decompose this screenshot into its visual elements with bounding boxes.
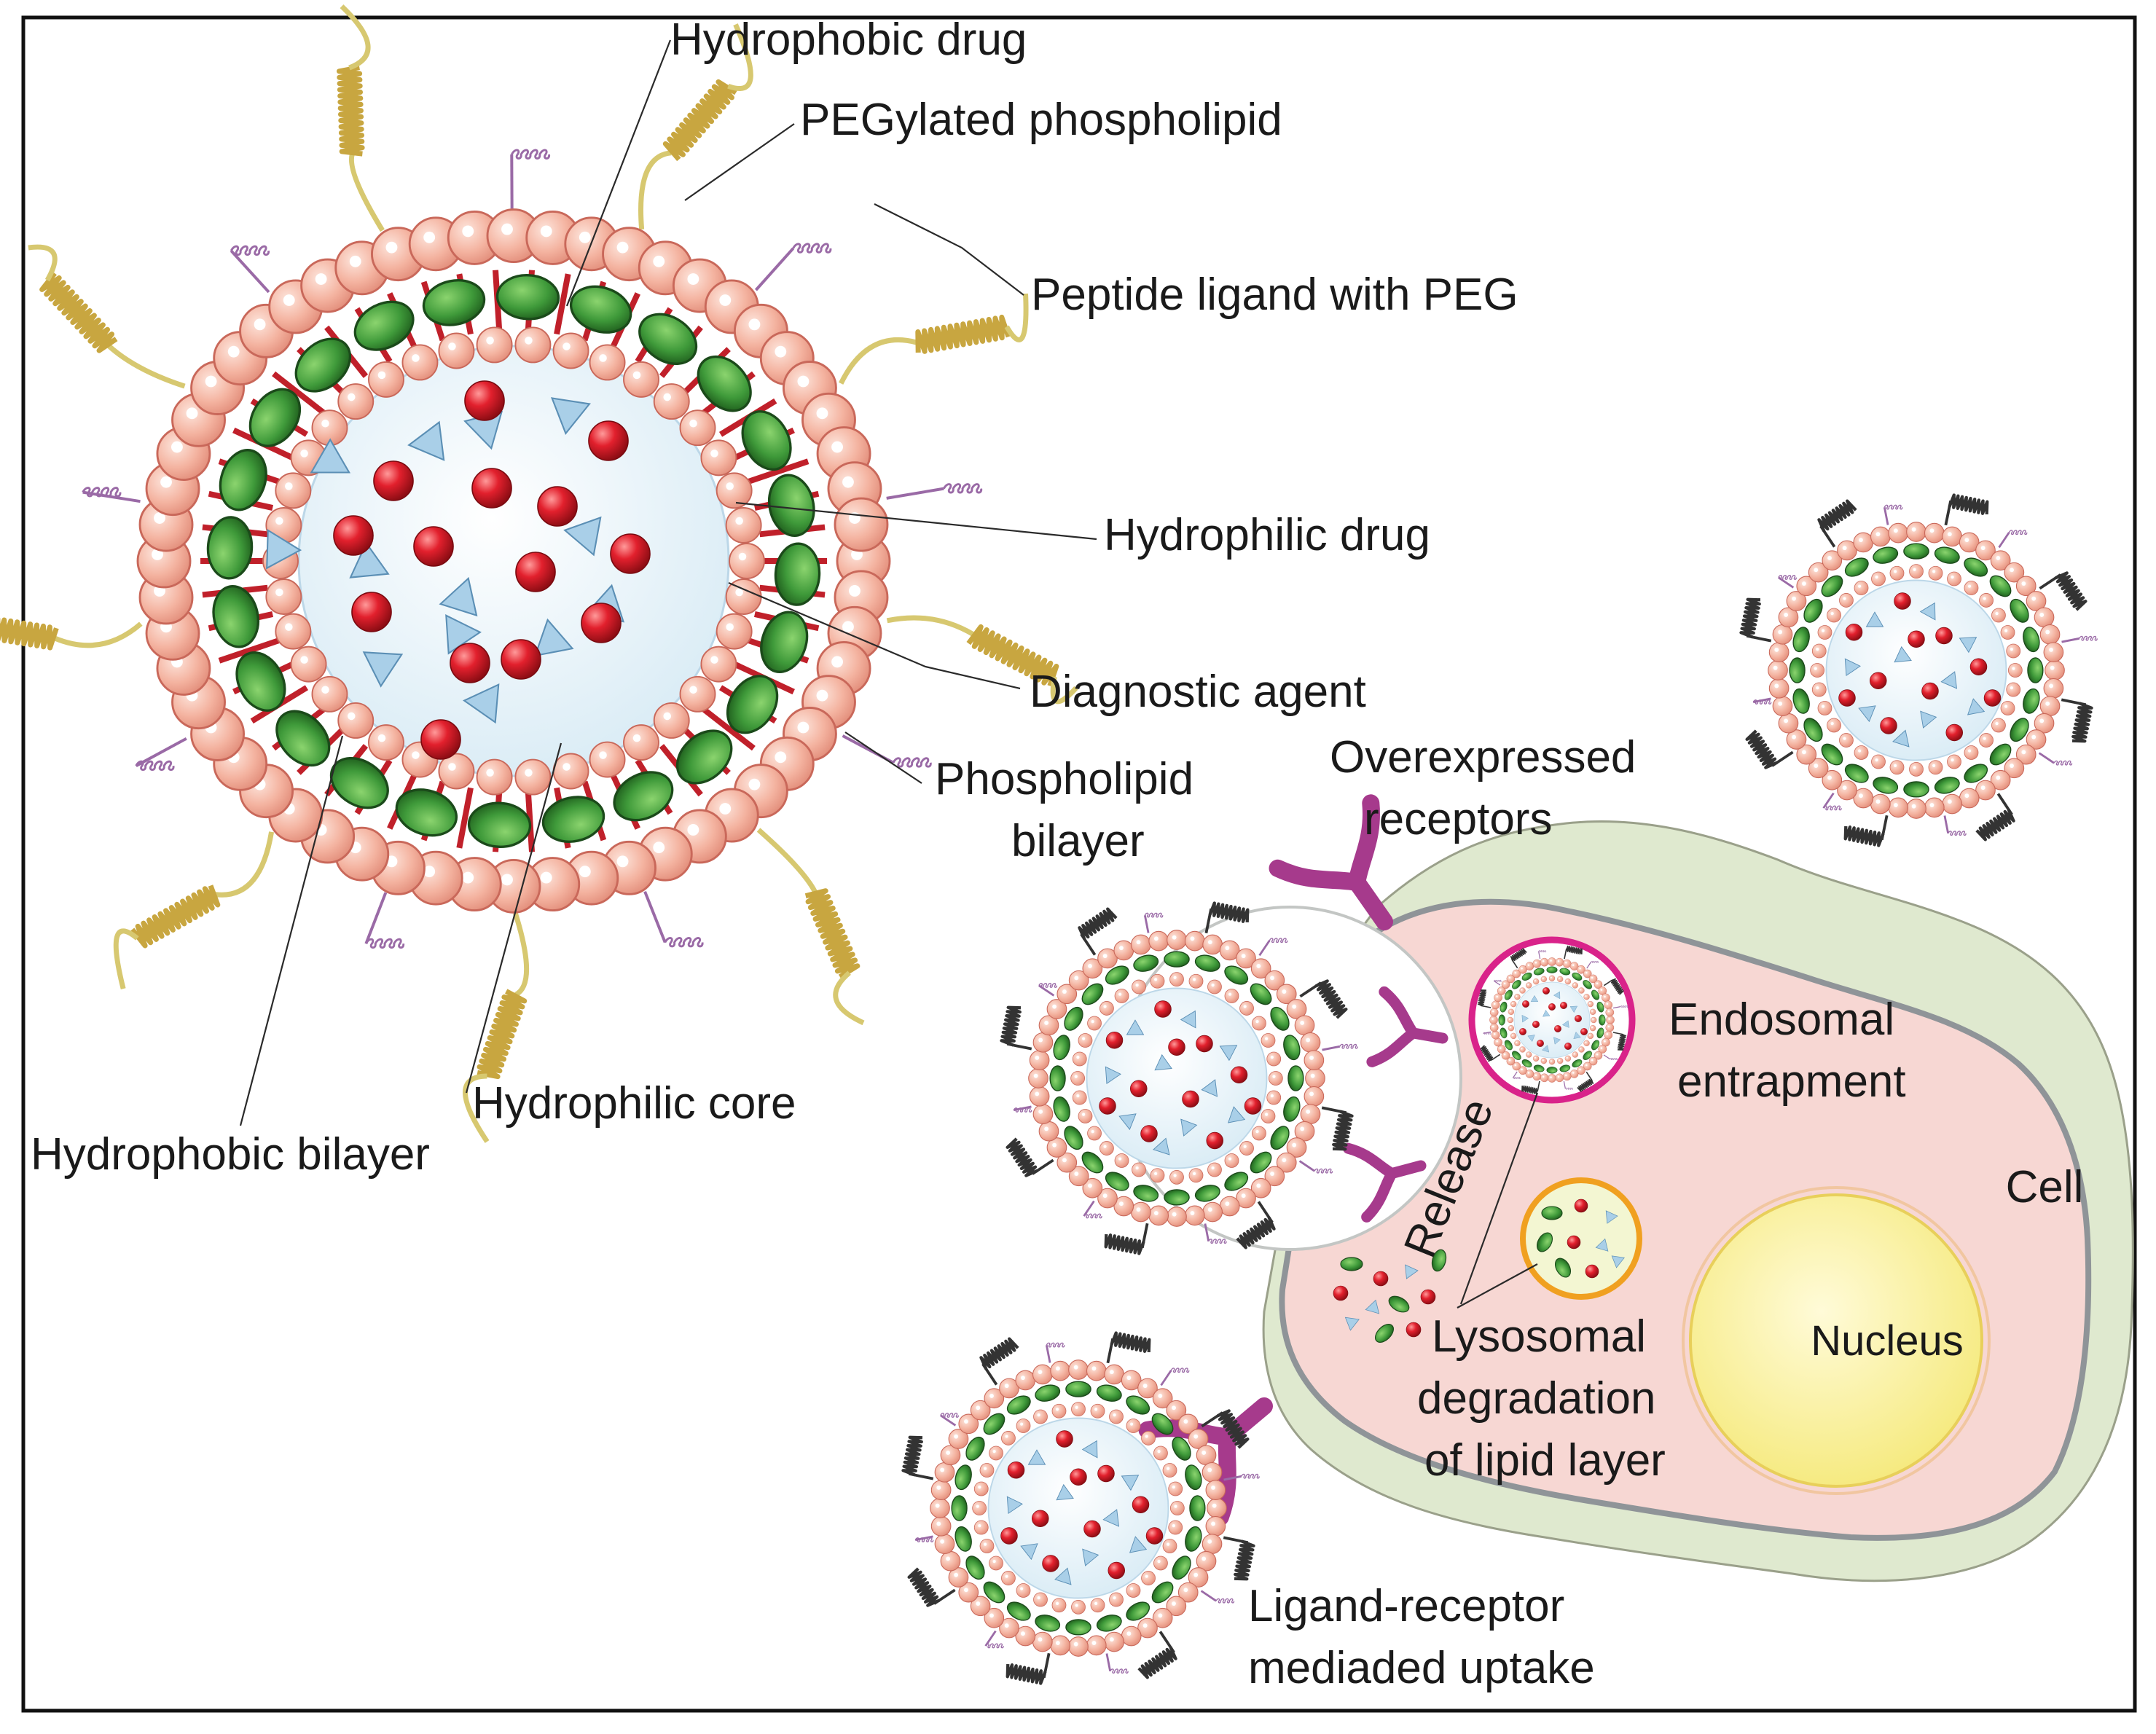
label-hydrophilic-drug: Hydrophilic drug <box>1104 510 1430 560</box>
label-overexpressed-receptors-line1: Overexpressed <box>1330 732 1636 782</box>
label-hydrophobic-drug: Hydrophobic drug <box>670 15 1027 65</box>
released-cargo <box>1333 1249 1447 1343</box>
label-lysosomal-line2: degradation <box>1417 1373 1656 1424</box>
label-uptake-line1: Ligand-receptor <box>1248 1581 1564 1631</box>
lysosome <box>1520 1177 1642 1300</box>
label-hydrophobic-bilayer: Hydrophobic bilayer <box>31 1129 430 1180</box>
label-lysosomal-line3: of lipid layer <box>1424 1435 1666 1486</box>
endosome <box>1468 936 1636 1104</box>
label-lysosomal-line1: Lysosomal <box>1432 1311 1646 1362</box>
label-peptide-ligand: Peptide ligand with PEG <box>1031 270 1518 320</box>
label-pegylated-phospholipid: PEGylated phospholipid <box>800 95 1282 145</box>
cell-label: Cell <box>2006 1162 2084 1212</box>
label-phospholipid-bilayer-line1: Phospholipid <box>935 754 1193 804</box>
label-endosomal-line2: entrapment <box>1677 1056 1906 1107</box>
nucleus-label: Nucleus <box>1811 1317 1964 1365</box>
label-overexpressed-receptors-line2: receptors <box>1364 794 1552 844</box>
label-endosomal-line1: Endosomal <box>1669 994 1894 1045</box>
label-diagnostic-agent: Diagnostic agent <box>1030 667 1366 717</box>
nucleus <box>1682 1186 1991 1495</box>
label-phospholipid-bilayer-line2: bilayer <box>1011 816 1145 866</box>
label-hydrophilic-core: Hydrophilic core <box>472 1078 796 1129</box>
label-uptake-line2: mediaded uptake <box>1248 1643 1595 1693</box>
leader-lines <box>239 39 1097 1126</box>
